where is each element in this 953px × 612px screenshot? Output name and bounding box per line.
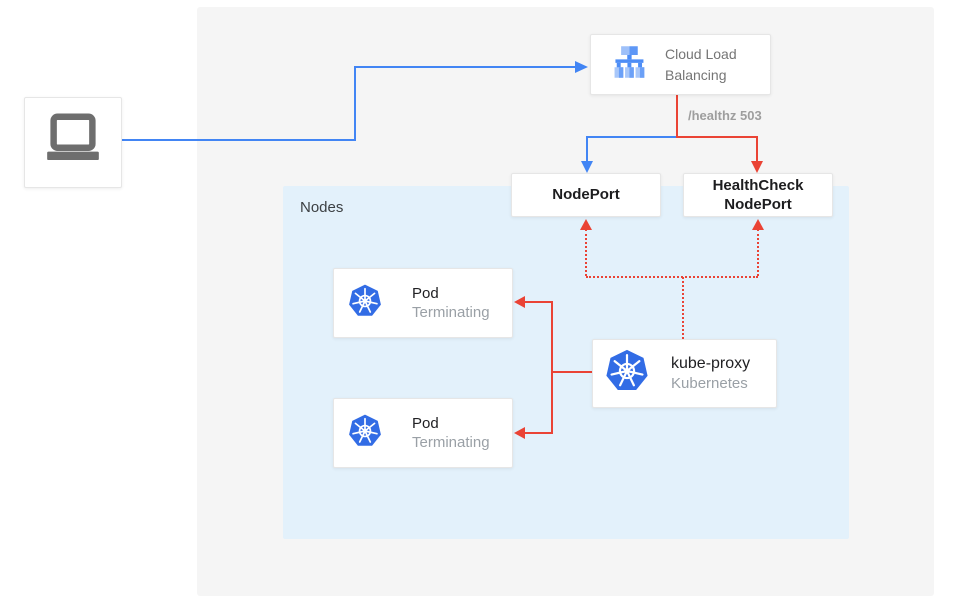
healthz-503-label: /healthz 503 — [688, 108, 762, 123]
lb-to-healthcheck-line — [676, 136, 758, 138]
kubeproxy-to-pod2-arrowhead — [514, 427, 525, 439]
lb-to-nodeport-line — [586, 136, 588, 162]
nodeport-node: NodePort — [511, 173, 661, 217]
lb-to-healthcheck-line — [756, 136, 758, 162]
kubeproxy-to-healthcheck-arrowhead — [752, 219, 764, 230]
client-to-lb-line — [122, 139, 356, 141]
nodes-container-label: Nodes — [300, 199, 344, 216]
kubernetes-icon — [348, 414, 382, 453]
kube-proxy-node: kube-proxy Kubernetes — [592, 339, 777, 408]
kubernetes-icon — [605, 349, 649, 398]
kubeproxy-to-nodeport-arrowhead — [580, 219, 592, 230]
kubeproxy-to-pod1-line — [525, 301, 553, 303]
client-to-lb-line — [354, 66, 576, 68]
kubeproxy-to-pods-line — [551, 301, 553, 434]
cloud-load-balancing-node: Cloud Load Balancing — [590, 34, 771, 95]
kubeproxy-to-pod2-line — [525, 432, 553, 434]
client-to-lb-arrowhead — [575, 60, 588, 73]
lb-to-healthcheck-arrowhead — [750, 161, 763, 173]
kubeproxy-to-pod1-arrowhead — [514, 296, 525, 308]
kubeproxy-to-nodeport-dotted-line — [585, 229, 587, 276]
pod-status: Terminating — [412, 304, 490, 321]
client-node — [24, 97, 122, 188]
lb-to-nodeport-line — [586, 136, 678, 138]
lb-to-nodeport-arrowhead — [580, 161, 593, 173]
healthcheck-nodeport-node: HealthCheck NodePort — [683, 173, 833, 217]
pod-node-2: Pod Terminating — [333, 398, 513, 468]
client-to-lb-line — [354, 66, 356, 141]
kubeproxy-to-healthcheck-dotted-line — [757, 229, 759, 276]
cloud-load-balancing-icon — [608, 41, 650, 88]
kube-proxy-subtitle: Kubernetes — [671, 375, 748, 392]
pod-title: Pod — [412, 285, 439, 302]
pod-title: Pod — [412, 415, 439, 432]
kube-proxy-title: kube-proxy — [671, 355, 751, 372]
kubeproxy-to-pods-line — [551, 371, 592, 373]
cloud-load-balancing-label: Cloud Load Balancing — [665, 46, 737, 83]
kubeproxy-dotted-line — [682, 277, 684, 339]
healthcheck-nodeport-label: HealthCheck NodePort — [712, 176, 804, 214]
laptop-icon — [42, 109, 104, 176]
pod-node-1: Pod Terminating — [333, 268, 513, 338]
pod-status: Terminating — [412, 434, 490, 451]
kubeproxy-dotted-line — [586, 276, 758, 278]
nodeport-label: NodePort — [552, 186, 620, 204]
kubernetes-icon — [348, 284, 382, 323]
lb-healthcheck-line — [676, 95, 678, 138]
